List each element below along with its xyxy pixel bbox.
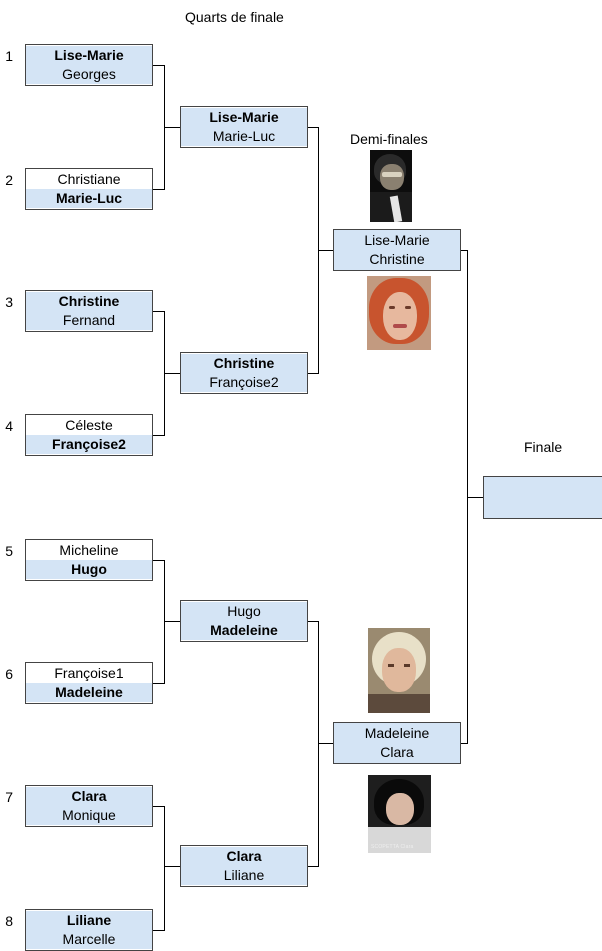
player-name: Françoise2 <box>181 373 307 392</box>
seed-number: 8 <box>5 913 13 929</box>
bracket-line <box>153 311 165 312</box>
match-box-r1-3[interactable]: Christine Fernand <box>25 290 153 332</box>
match-box-r1-7[interactable]: Clara Monique <box>25 785 153 827</box>
player-name: Hugo <box>181 602 307 621</box>
bracket-line <box>164 127 180 128</box>
bracket-line <box>308 866 319 867</box>
player-name: Christiane <box>57 171 121 187</box>
player-photo <box>368 628 430 713</box>
bracket-line <box>308 621 319 622</box>
player-name: Clara <box>26 787 152 806</box>
player-name: Monique <box>26 806 152 825</box>
match-box-r1-4[interactable]: Céleste Françoise2 <box>25 414 153 456</box>
player-photo <box>367 276 431 350</box>
seed-number: 3 <box>5 294 13 310</box>
player-name: Christine <box>26 292 152 311</box>
seed-number: 4 <box>5 418 13 434</box>
bracket-line <box>153 683 165 684</box>
bracket-line <box>153 560 165 561</box>
photo-caption: SCOPETTA Clara <box>371 844 414 850</box>
player-name: Lise-Marie <box>181 108 307 127</box>
player-name: Clara <box>181 847 307 866</box>
bracket-line <box>153 806 165 807</box>
player-photo: SCOPETTA Clara <box>368 775 431 853</box>
semifinal-header: Demi-finales <box>350 131 428 147</box>
player-name: Françoise1 <box>54 665 124 681</box>
bracket-line <box>164 560 165 684</box>
bracket-line <box>318 743 333 744</box>
player-name: Françoise2 <box>26 435 152 454</box>
player-name: Céleste <box>65 417 113 433</box>
player-name: Georges <box>26 65 152 84</box>
player-name: Hugo <box>26 560 152 579</box>
player-name: Christine <box>369 251 425 267</box>
bracket-line <box>153 189 165 190</box>
player-name: Christine <box>181 354 307 373</box>
bracket-line <box>164 621 180 622</box>
bracket-line <box>308 127 319 128</box>
bracket-line <box>153 435 165 436</box>
player-name: Marie-Luc <box>26 189 152 208</box>
seed-number: 7 <box>5 789 13 805</box>
match-box-semi-1[interactable]: Lise-Marie Christine <box>333 229 461 271</box>
player-name: Liliane <box>26 911 152 930</box>
player-name: Lise-Marie <box>364 232 430 248</box>
player-name: Madeleine <box>364 725 430 741</box>
player-name: Fernand <box>26 311 152 330</box>
bracket-line <box>308 373 319 374</box>
seed-number: 2 <box>5 172 13 188</box>
bracket-line <box>461 250 468 251</box>
player-name: Madeleine <box>26 683 152 702</box>
final-header: Finale <box>524 439 563 455</box>
player-photo <box>370 150 412 222</box>
match-box-final[interactable] <box>483 476 602 519</box>
player-name: Liliane <box>181 866 307 885</box>
bracket-line <box>164 866 180 867</box>
match-box-r2-2[interactable]: Christine Françoise2 <box>180 352 308 394</box>
bracket-line <box>164 373 180 374</box>
player-name: Micheline <box>59 542 119 558</box>
seed-number: 5 <box>5 543 13 559</box>
seed-number: 6 <box>5 666 13 682</box>
bracket-line <box>164 806 165 931</box>
match-box-r1-6[interactable]: Françoise1 Madeleine <box>25 662 153 704</box>
match-box-r2-1[interactable]: Lise-Marie Marie-Luc <box>180 106 308 148</box>
match-box-r2-3[interactable]: Hugo Madeleine <box>180 600 308 642</box>
match-box-r1-8[interactable]: Liliane Marcelle <box>25 909 153 951</box>
player-name: Clara <box>380 744 414 760</box>
bracket-line <box>318 250 333 251</box>
bracket-line <box>461 743 468 744</box>
match-box-r2-4[interactable]: Clara Liliane <box>180 845 308 887</box>
player-name: Marie-Luc <box>181 127 307 146</box>
bracket-line <box>467 497 483 498</box>
player-name: Lise-Marie <box>26 46 152 65</box>
bracket-line <box>318 621 319 867</box>
match-box-r1-2[interactable]: Christiane Marie-Luc <box>25 168 153 210</box>
player-name: Marcelle <box>26 930 152 949</box>
match-box-r1-1[interactable]: Lise-Marie Georges <box>25 44 153 86</box>
bracket-line <box>153 65 165 66</box>
player-name: Madeleine <box>181 621 307 640</box>
match-box-semi-2[interactable]: Madeleine Clara <box>333 722 461 764</box>
seed-number: 1 <box>5 48 13 64</box>
bracket-line <box>153 930 165 931</box>
quarterfinal-header: Quarts de finale <box>185 9 284 25</box>
match-box-r1-5[interactable]: Micheline Hugo <box>25 539 153 581</box>
